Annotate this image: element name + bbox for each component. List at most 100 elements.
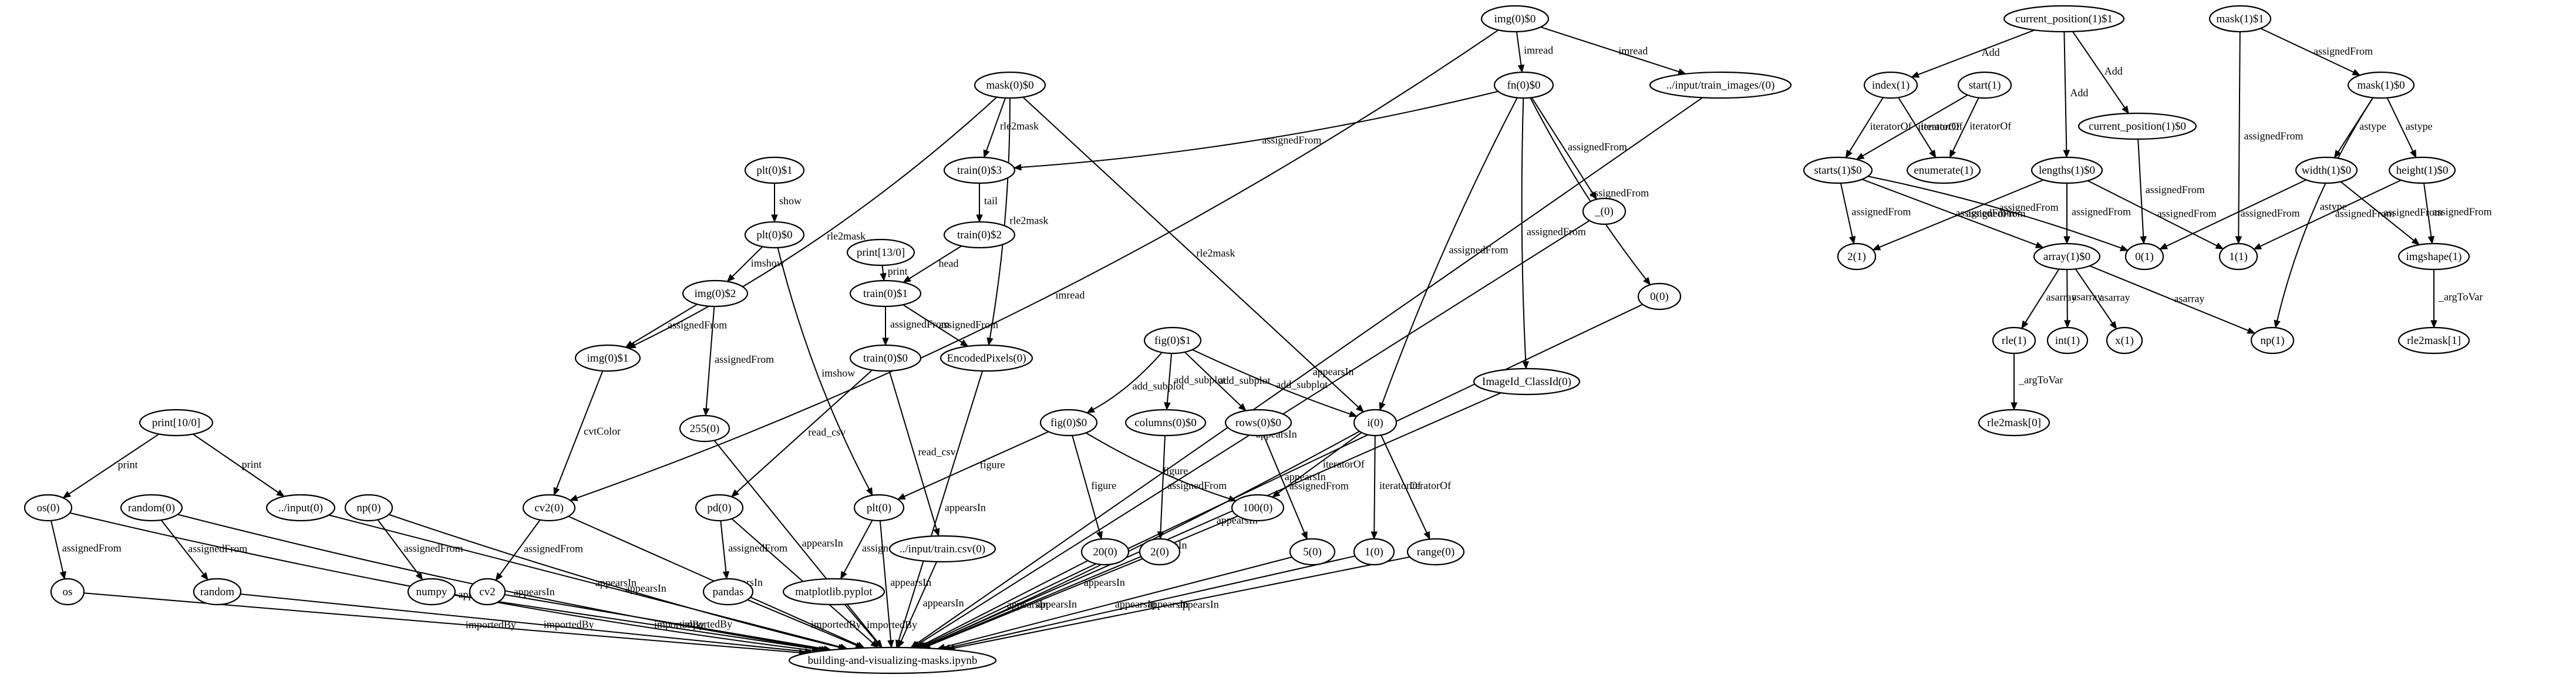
node-label: rle2mask[1] <box>2407 335 2461 347</box>
edge-label: appearsIn <box>1178 598 1219 610</box>
edge-fn0_0-to-i0: assignedFrom <box>1379 97 1518 411</box>
node-label: array(1)$0 <box>2043 251 2090 263</box>
node-fn0-0: fn(0)$0 <box>1493 71 1554 99</box>
edge-line <box>1867 176 2122 249</box>
edge-line <box>916 97 1703 645</box>
node-label: mask(1)$0 <box>2357 79 2405 92</box>
edge-arrowhead <box>553 487 560 496</box>
edge-plt0_0-to-img0_2: imshow <box>726 246 784 282</box>
edge-label: imread <box>1055 289 1085 301</box>
edge-label: iteratorOf <box>1918 121 1959 133</box>
node-ellipse <box>1289 538 1336 566</box>
node-label: print[13/0] <box>857 247 905 259</box>
edge-label: _argToVar <box>2018 374 2063 386</box>
edge-line <box>747 599 857 646</box>
node-label: lengths(1)$0 <box>2039 164 2095 177</box>
node-label: building-and-visualizing-masks.ipynb <box>808 655 978 667</box>
node-label: cv2(0) <box>534 502 564 514</box>
node-label: plt(0)$1 <box>756 164 792 177</box>
edge-label: show <box>779 195 802 207</box>
edge-line <box>898 370 984 641</box>
node-label: plt(0)$0 <box>756 229 792 241</box>
edge-arrowhead <box>2021 320 2029 329</box>
edge-label: figure <box>980 459 1005 471</box>
edge-line <box>1072 435 1100 532</box>
node-label: 1(0) <box>1365 546 1383 558</box>
node-ellipse <box>1143 326 1202 355</box>
edge-rows0_0-to-n5: assignedFrom <box>1263 435 1349 540</box>
node-n20: 20(0) <box>1080 538 1130 566</box>
node-label: x(1) <box>2115 335 2134 347</box>
edge-arrowhead <box>1271 490 1281 498</box>
edge-label: rle2mask <box>1000 120 1039 132</box>
node-lengths1-0: lengths(1)$0 <box>2031 156 2103 184</box>
edge-img0_0-to-input_train_images: imread <box>1540 26 1686 75</box>
edge-line <box>923 560 1089 646</box>
edge-label: rle2mask <box>1196 247 1235 259</box>
node-label: numpy <box>416 586 447 598</box>
edge-arrowhead <box>887 640 894 649</box>
node-width1-0: width(1)$0 <box>2295 156 2358 184</box>
edge-os0-to-os: assignedFrom <box>50 520 122 580</box>
edge-fn0_0-to-train0_3: assignedFrom <box>1013 90 1499 171</box>
edge-print10-to-os0: print <box>62 433 160 498</box>
node-height1-0: height(1)$0 <box>2388 156 2456 184</box>
edge-label: _argToVar <box>2438 291 2483 303</box>
node-label: range(0) <box>1417 546 1454 558</box>
node-rle1: rle(1) <box>1992 326 2036 355</box>
node-ellipse <box>849 344 922 372</box>
edge-label: assignedFrom <box>668 319 727 331</box>
edge-label: assignedFrom <box>2072 206 2131 218</box>
edge-mask0_0-to-encoded_pixels: rle2mask <box>986 97 1048 346</box>
edge-line <box>83 592 800 653</box>
edge-line <box>705 306 715 409</box>
node-pandas: pandas <box>702 578 754 606</box>
node-label: enumerate(1) <box>1914 164 1973 177</box>
node-plt0-0: plt(0)$0 <box>744 221 805 249</box>
node-train0-0: train(0)$0 <box>849 344 922 372</box>
node-ellipse <box>2347 71 2415 99</box>
node-label: width(1)$0 <box>2302 164 2351 177</box>
node-label: train(0)$1 <box>863 288 908 300</box>
edge-train0_3-to-train0_2: tail <box>976 183 998 223</box>
edge-arrowhead <box>2352 69 2361 76</box>
edge-i0-to-n1_0: iteratorOf <box>1371 435 1421 540</box>
node-label: cv2 <box>479 586 495 598</box>
node-ellipse <box>682 279 749 308</box>
edge-arrowhead <box>2035 242 2044 248</box>
node-ellipse <box>1649 71 1792 99</box>
edge-label: importedBy <box>466 619 516 630</box>
node-ellipse <box>782 578 885 606</box>
node-label: i(0) <box>1367 417 1383 429</box>
edge-index1-to-starts1_0: iteratorOf <box>1845 97 1912 158</box>
node-os: os <box>50 578 85 606</box>
edge-label: cvtColor <box>584 426 621 437</box>
node-mask1-1: mask(1)$1 <box>2208 5 2272 33</box>
node-ellipse <box>1039 409 1098 437</box>
edge-line <box>904 431 1049 497</box>
edge-arrowhead <box>62 491 72 498</box>
node-ellipse <box>2208 5 2272 33</box>
node-current-position1-1: current_position(1)$1 <box>2003 5 2125 33</box>
node-ellipse <box>407 578 456 606</box>
edge-lengths1_0-to-n2_1: assignedFrom <box>1872 179 2044 251</box>
node-label: 5(0) <box>1303 546 1322 558</box>
edge-label: add_subplot <box>1133 380 1184 392</box>
edge-img0_2-to-n255: assignedFrom <box>702 306 774 417</box>
edge-line <box>1521 97 1527 362</box>
node-ellipse <box>1957 71 2012 99</box>
edge-line <box>732 246 763 277</box>
edge-mask1_0-to-width1_0: astype <box>2333 97 2386 158</box>
edge-line <box>177 514 822 650</box>
node-int1: int(1) <box>2046 326 2089 355</box>
node-ellipse <box>1582 197 1627 225</box>
edge-mask0_0-to-img0_1: rle2mask <box>627 96 998 349</box>
edge-arrowhead <box>959 339 969 347</box>
edge-starts1_0-to-n2_1: assignedFrom <box>1840 183 1911 245</box>
edge-arrowhead <box>2235 236 2242 245</box>
graph-nodes: img(0)$0fn(0)$0../input/train_images/(0)… <box>23 5 2470 674</box>
node-plt0-1: plt(0)$1 <box>744 156 805 184</box>
edge-arrowhead <box>1929 149 1937 158</box>
node-label: _(0) <box>1594 205 1614 218</box>
edge-arrowhead <box>983 149 990 158</box>
